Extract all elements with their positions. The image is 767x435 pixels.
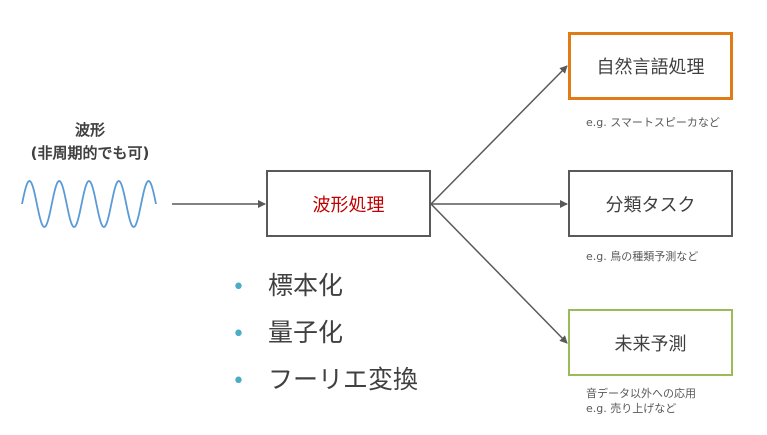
forecasting-box: 未来予測	[568, 309, 733, 376]
waveform-processing-label: 波形処理	[312, 194, 385, 216]
method-label: 量子化	[268, 318, 344, 347]
arrow-process-to-nlp	[430, 65, 568, 205]
bullet-icon: •	[232, 369, 245, 394]
waveform-subtitle: (非周期的でも可)	[30, 144, 150, 162]
waveform-sine-wave	[21, 180, 157, 228]
waveform-label: 波形 (非周期的でも可)	[0, 119, 180, 165]
method-label: フーリエ変換	[268, 365, 419, 394]
nlp-label: 自然言語処理	[596, 57, 705, 78]
nlp-box: 自然言語処理	[568, 32, 733, 100]
nlp-example-note: e.g. スマートスピーカなど	[586, 116, 720, 129]
classification-task-label: 分類タスク	[605, 194, 696, 216]
forecasting-note-line: e.g. 売り上げなど	[586, 402, 677, 415]
method-item: • 標本化	[232, 262, 418, 309]
classification-task-box: 分類タスク	[568, 170, 733, 237]
forecasting-example-note: 音データ以外への応用 e.g. 売り上げなど	[586, 386, 696, 416]
method-label: 標本化	[268, 271, 344, 300]
bullet-icon: •	[232, 322, 245, 347]
bullet-icon: •	[232, 275, 245, 300]
classification-example-note: e.g. 鳥の種類予測など	[586, 250, 699, 263]
forecasting-note-line: 音データ以外への応用	[586, 387, 696, 400]
method-item: • 量子化	[232, 309, 418, 356]
waveform-title: 波形	[74, 121, 105, 139]
arrow-process-to-forecast	[430, 203, 568, 344]
forecasting-label: 未来予測	[614, 333, 687, 355]
processing-methods-list: • 標本化 • 量子化 • フーリエ変換	[232, 262, 418, 403]
waveform-processing-box: 波形処理	[266, 170, 431, 237]
method-item: • フーリエ変換	[232, 356, 418, 403]
